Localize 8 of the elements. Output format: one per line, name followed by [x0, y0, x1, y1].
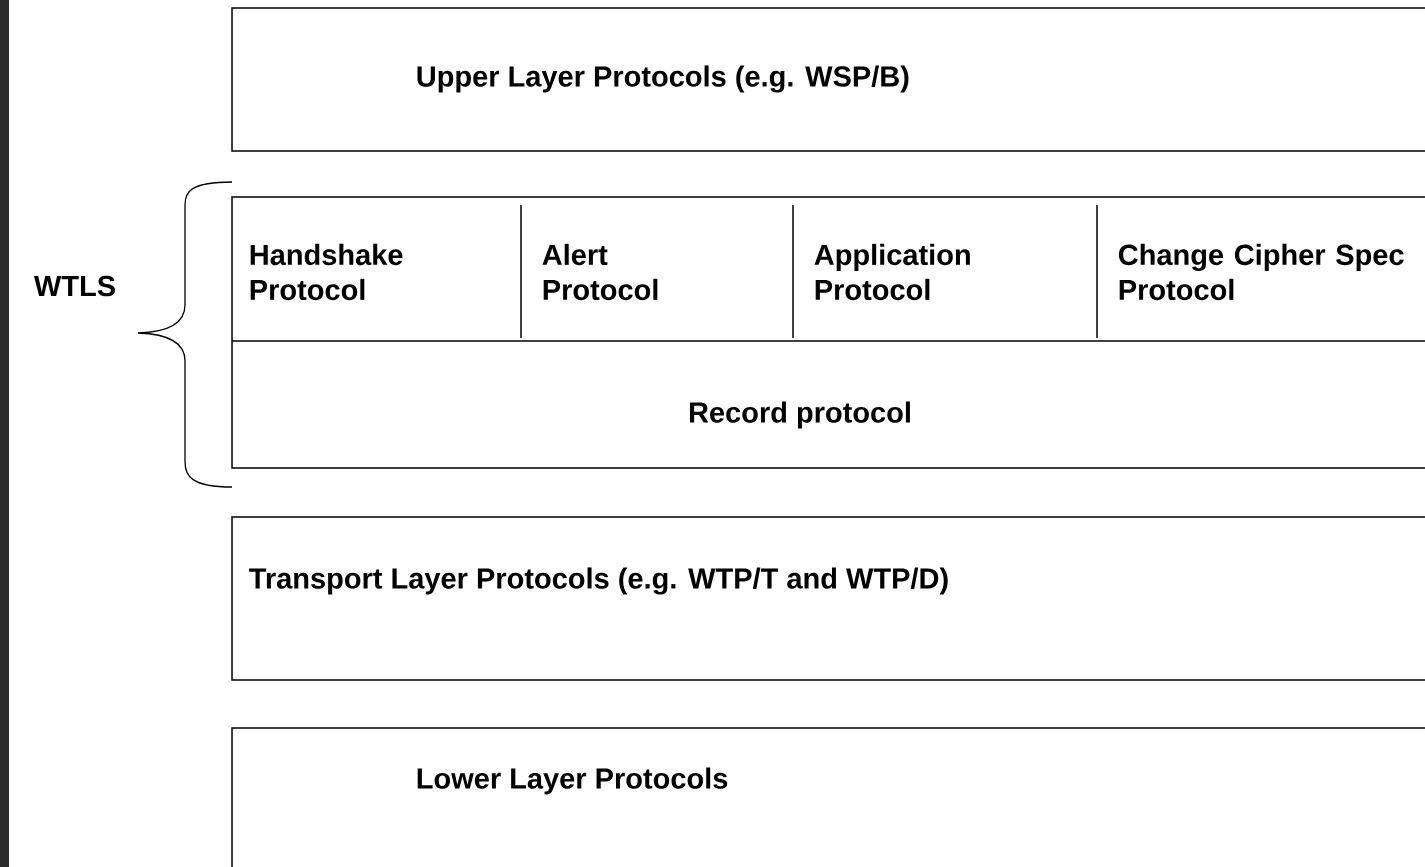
- layer-box: Transport Layer Protocols (e.g. WTP/T and WTP/D): [231, 516, 1425, 681]
- protocol-cell: Application Protocol: [792, 204, 970, 339]
- protocol-cell: Change Cipher Spec Protocol: [1096, 204, 1404, 339]
- protocol-cell: Handshake Protocol: [250, 243, 403, 301]
- layer-box: Upper Layer Protocols (e.g. WSP/B): [231, 7, 1425, 152]
- protocol-cell: Record protocol: [231, 340, 1425, 429]
- layer-box: Lower Layer Protocols: [231, 727, 1425, 867]
- protocol-cell: Alert Protocol: [520, 204, 658, 339]
